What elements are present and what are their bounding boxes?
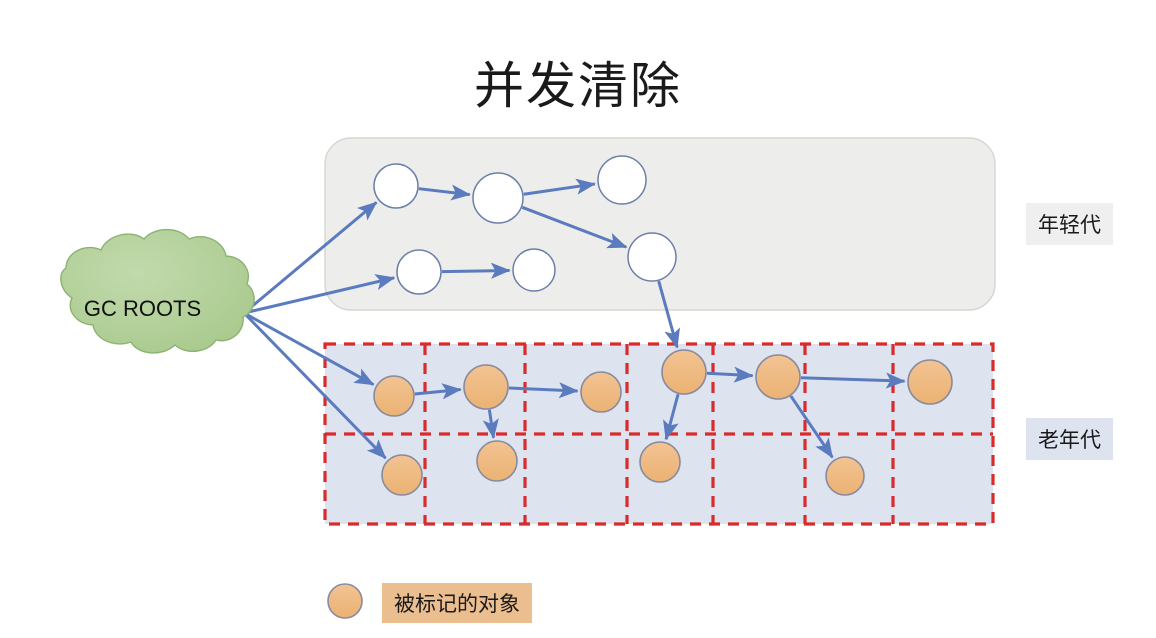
old-generation-region xyxy=(323,342,995,526)
page-title: 并发清除 xyxy=(474,56,682,115)
gc-roots-cloud xyxy=(60,228,255,354)
edges-layer xyxy=(243,178,906,460)
old-edge xyxy=(663,393,680,441)
root-edge xyxy=(243,201,378,314)
marked-object-node xyxy=(755,354,801,400)
young-edge xyxy=(521,205,628,249)
marked-object-node xyxy=(463,364,509,410)
legend-swatch-icon xyxy=(327,583,363,619)
young-object-node xyxy=(396,249,442,295)
young-object-node xyxy=(472,172,524,224)
marked-object-node xyxy=(825,456,865,496)
marked-object-node xyxy=(661,349,707,395)
old-edge xyxy=(789,395,834,459)
marked-object-node xyxy=(639,441,681,483)
cross-edge xyxy=(657,280,680,349)
old-edge xyxy=(414,383,462,400)
young-edge xyxy=(418,184,471,201)
young-generation-label: 年轻代 xyxy=(1026,203,1113,245)
marked-object-node xyxy=(907,359,953,405)
young-object-node xyxy=(373,163,419,209)
old-generation-nodes xyxy=(373,349,953,496)
old-edge xyxy=(800,372,906,389)
root-edge xyxy=(244,312,375,386)
young-edge xyxy=(441,262,511,279)
young-object-node xyxy=(512,248,556,292)
root-edge xyxy=(243,312,387,460)
old-generation-label: 老年代 xyxy=(1026,418,1113,460)
marked-object-node xyxy=(476,440,518,482)
root-edge xyxy=(244,274,396,315)
marked-object-node xyxy=(373,375,415,417)
legend-label: 被标记的对象 xyxy=(382,583,532,623)
young-object-node xyxy=(597,155,647,205)
marked-object-node xyxy=(381,454,423,496)
old-edge xyxy=(706,366,754,383)
marked-object-node xyxy=(580,371,622,413)
young-edge xyxy=(523,178,596,196)
old-edge xyxy=(482,409,499,439)
old-edge xyxy=(508,382,579,399)
young-generation-nodes xyxy=(373,155,677,295)
young-object-node xyxy=(627,232,677,282)
